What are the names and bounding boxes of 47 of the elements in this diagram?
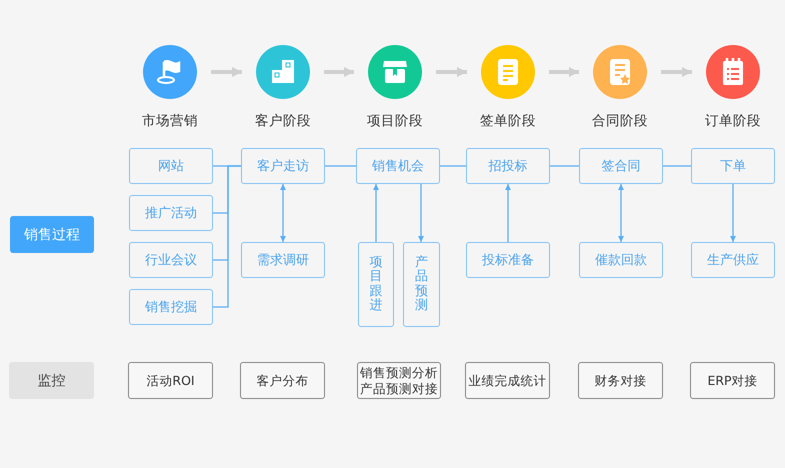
process-box: 投标准备 xyxy=(466,242,550,278)
process-box: 催款回款 xyxy=(579,242,663,278)
connector-line xyxy=(550,165,579,167)
arrow xyxy=(211,67,242,77)
process-box: 推广活动 xyxy=(129,195,213,231)
monitor-box: 财务对接 xyxy=(578,362,663,399)
arrow xyxy=(730,184,736,242)
monitor-box: 活动ROI xyxy=(128,362,213,399)
connector-line xyxy=(213,165,241,308)
process-box: 招投标 xyxy=(466,148,550,184)
monitor-box: ERP对接 xyxy=(690,362,775,399)
arrow xyxy=(324,67,354,77)
stage-label: 合同阶段 xyxy=(592,112,648,130)
stage-label: 客户阶段 xyxy=(255,112,311,130)
connector-line xyxy=(663,165,691,167)
process-box: 行业会议 xyxy=(129,242,213,278)
process-box: 下单 xyxy=(691,148,775,184)
process-heading: 销售过程 xyxy=(10,216,94,253)
arrow xyxy=(373,184,379,242)
arrow xyxy=(505,184,511,242)
arrow xyxy=(549,67,579,77)
process-box: 生产供应 xyxy=(691,242,775,278)
stage-label: 市场营销 xyxy=(142,112,198,130)
connector-line xyxy=(440,165,466,167)
arrow xyxy=(661,67,692,77)
process-box: 签合同 xyxy=(579,148,663,184)
stage-label: 订单阶段 xyxy=(705,112,761,130)
box-text: 产品预测对接 xyxy=(360,380,438,396)
process-box: 项目跟进 xyxy=(358,242,394,327)
arrow xyxy=(618,184,624,242)
arrow xyxy=(280,184,286,242)
box-text: 销售预测分析 xyxy=(360,364,438,380)
monitor-box xyxy=(357,362,441,399)
process-box: 销售机会 xyxy=(356,148,440,184)
process-box: 客户走访 xyxy=(241,148,325,184)
process-box: 网站 xyxy=(129,148,213,184)
stage-label: 项目阶段 xyxy=(367,112,423,130)
process-box: 销售挖掘 xyxy=(129,289,213,325)
monitor-box: 业绩完成统计 xyxy=(465,362,550,399)
process-box: 需求调研 xyxy=(241,242,325,278)
process-box: 产品预测 xyxy=(403,242,440,327)
stage-label: 签单阶段 xyxy=(480,112,536,130)
monitor-box: 客户分布 xyxy=(240,362,325,399)
connector-line xyxy=(325,165,356,167)
arrow xyxy=(436,67,467,77)
arrow xyxy=(418,184,424,242)
monitor-heading: 监控 xyxy=(9,362,94,399)
